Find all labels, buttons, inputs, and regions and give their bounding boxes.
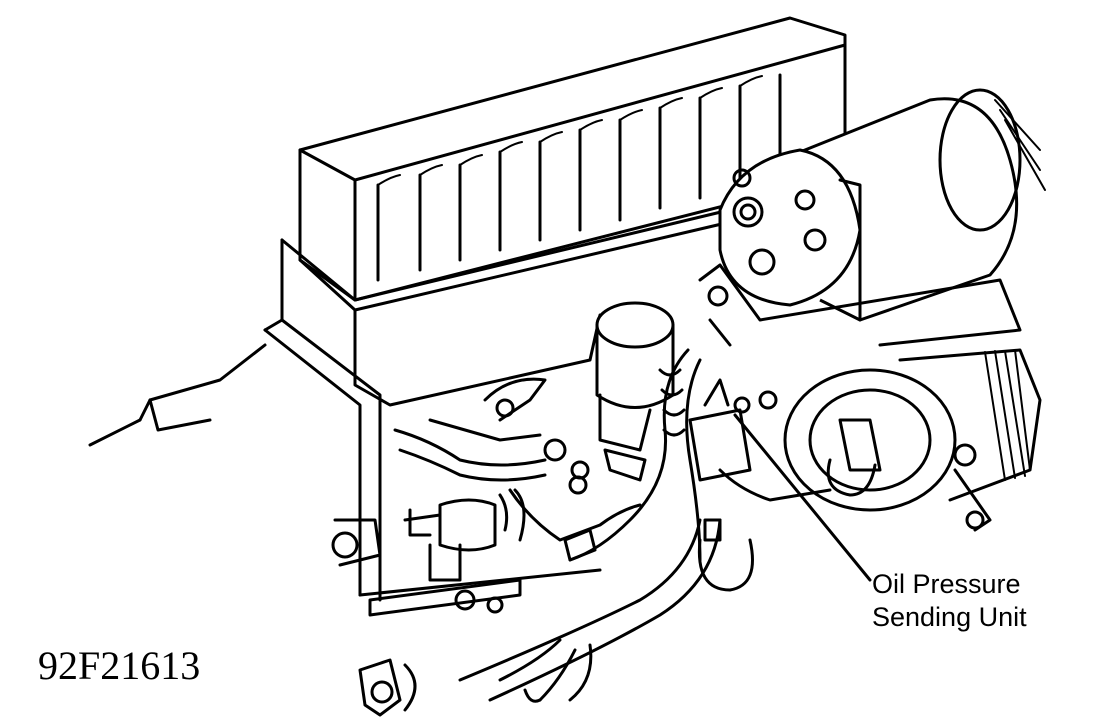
- oil-pressure-sending-unit: [688, 378, 832, 502]
- oil-filter: [595, 301, 675, 482]
- wiring-harness: [393, 348, 754, 703]
- engine-block: [88, 203, 762, 602]
- callout-line-1: Oil Pressure: [872, 569, 1021, 599]
- bolt: [358, 658, 417, 717]
- callout-line-2: Sending Unit: [872, 602, 1027, 632]
- sensor-assembly: [331, 488, 526, 617]
- alternator: [783, 348, 1042, 532]
- mount-bracket: [698, 263, 1022, 347]
- oil-pressure-sending-unit-label: Oil Pressure Sending Unit: [872, 568, 1027, 634]
- valve-cover: [298, 16, 847, 302]
- figure-id: 92F21613: [38, 643, 201, 688]
- ac-compressor: [718, 88, 1046, 322]
- callout-leader-line: [733, 413, 872, 582]
